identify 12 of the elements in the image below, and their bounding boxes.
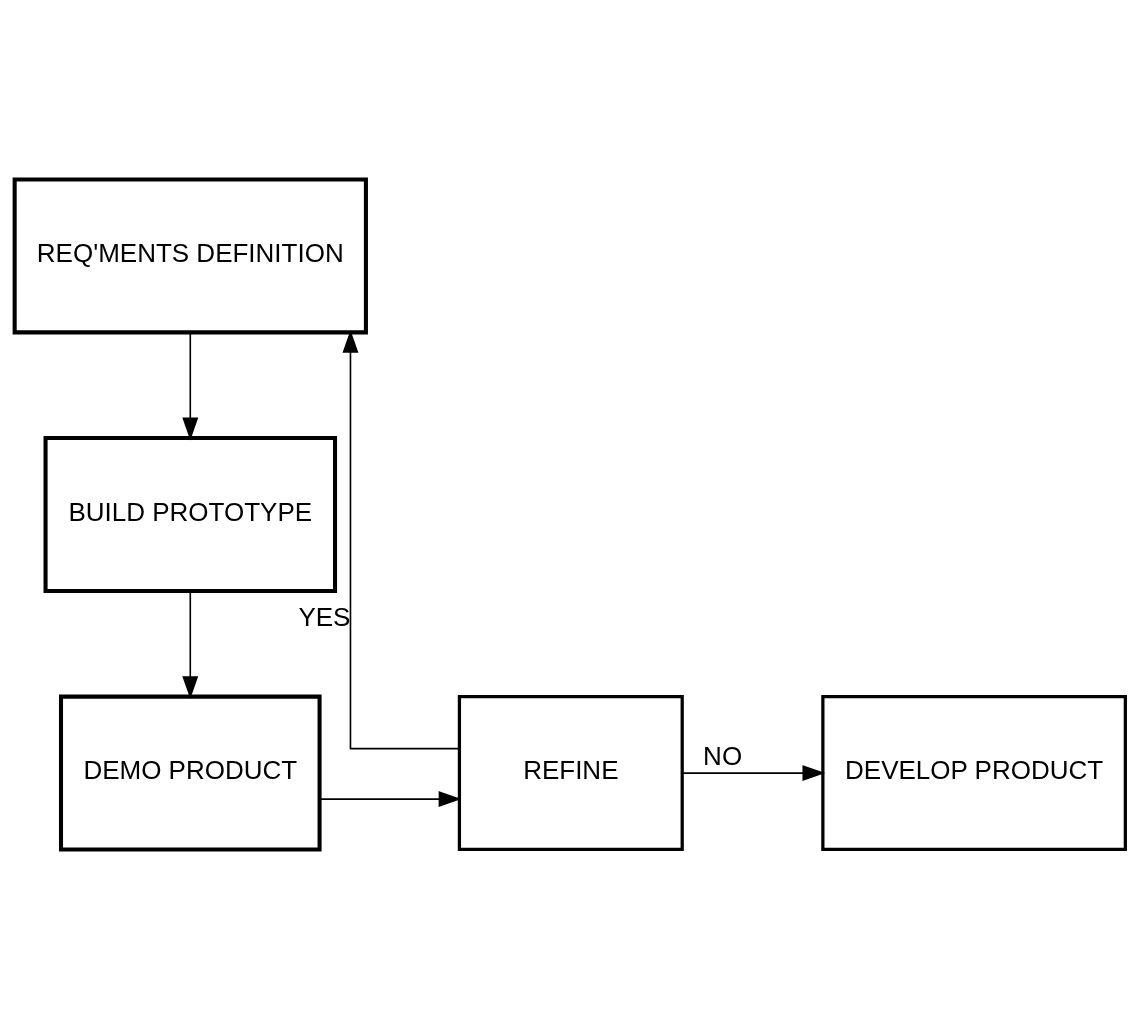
node-box: REQ'MENTS DEFINITION bbox=[12, 176, 368, 334]
arrow bbox=[318, 790, 462, 807]
arrow bbox=[681, 764, 826, 781]
node-box: DEVELOP PRODUCT bbox=[821, 694, 1127, 851]
node-box: BUILD PROTOTYPE bbox=[43, 435, 338, 593]
arrow bbox=[342, 329, 461, 749]
arrow bbox=[182, 331, 199, 440]
edge-label: YES bbox=[298, 601, 351, 632]
edge-label: NO bbox=[703, 740, 743, 771]
arrow bbox=[182, 590, 199, 699]
node-box: DEMO PRODUCT bbox=[58, 694, 322, 852]
node-box: REFINE bbox=[457, 694, 684, 851]
